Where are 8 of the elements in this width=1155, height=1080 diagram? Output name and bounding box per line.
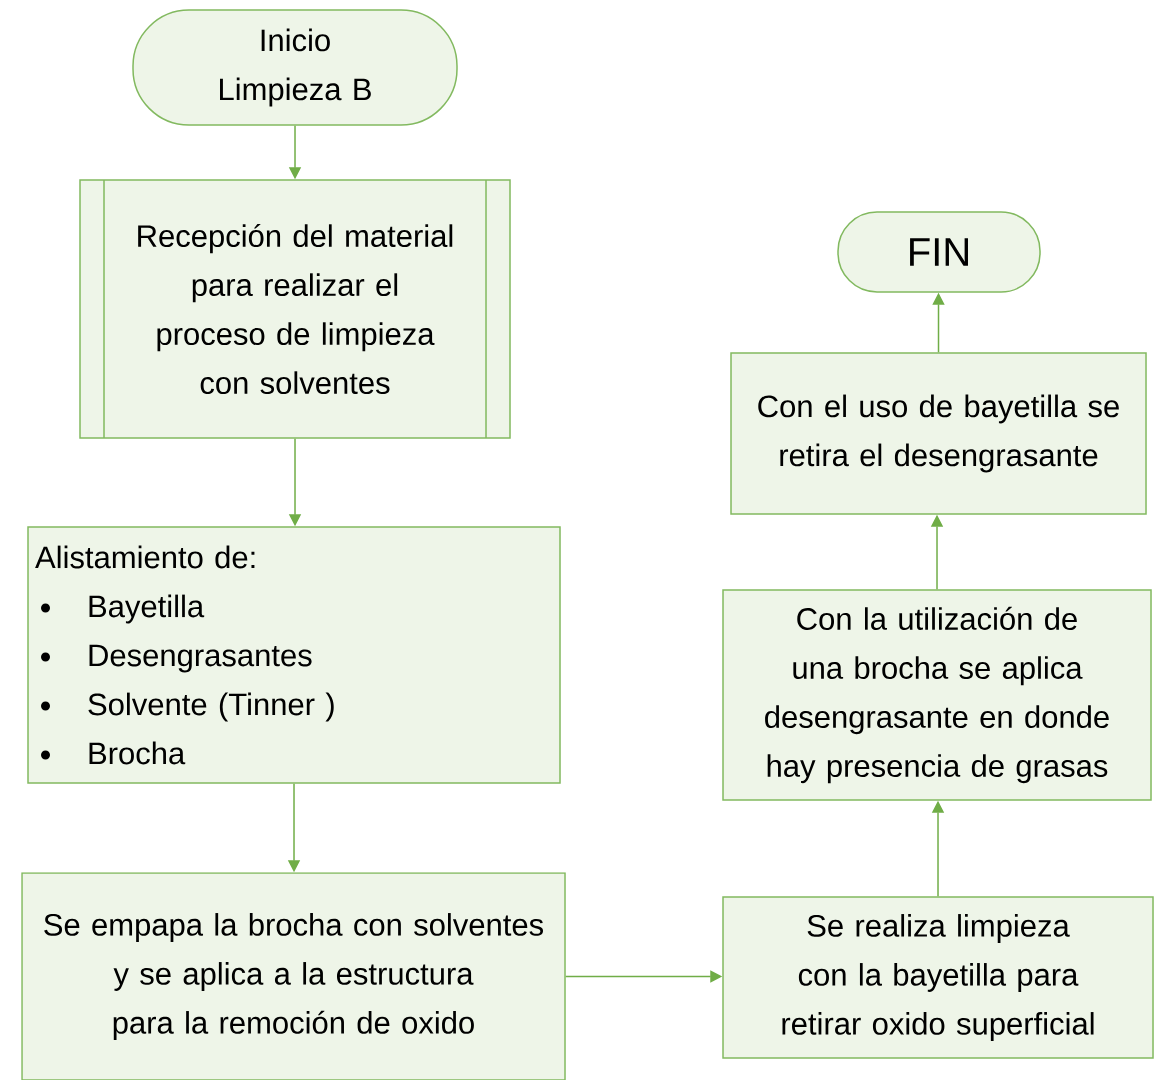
process-box: Alistamiento de: Bayetilla Desengrasantes Solvente (Tinner ) Brocha <box>27 526 561 784</box>
process-box: Con el uso de bayetilla se retira el desengrasante <box>730 352 1147 515</box>
terminal-box: FIN <box>837 211 1041 293</box>
process-box: Se empapa la brocha con solventes y se aplica a la estructura para la remoción de oxido <box>21 872 566 1080</box>
subprocess-box: Recepción del material para realizar el proceso de limpieza con solventes <box>79 179 511 439</box>
terminal-box: Inicio Limpieza B <box>132 9 458 126</box>
process-box: Con la utilización de una brocha se aplica desengrasante en donde hay presencia de grasas <box>722 589 1152 801</box>
process-box: Se realiza limpieza con la bayetilla para retirar oxido superficial <box>722 896 1154 1059</box>
